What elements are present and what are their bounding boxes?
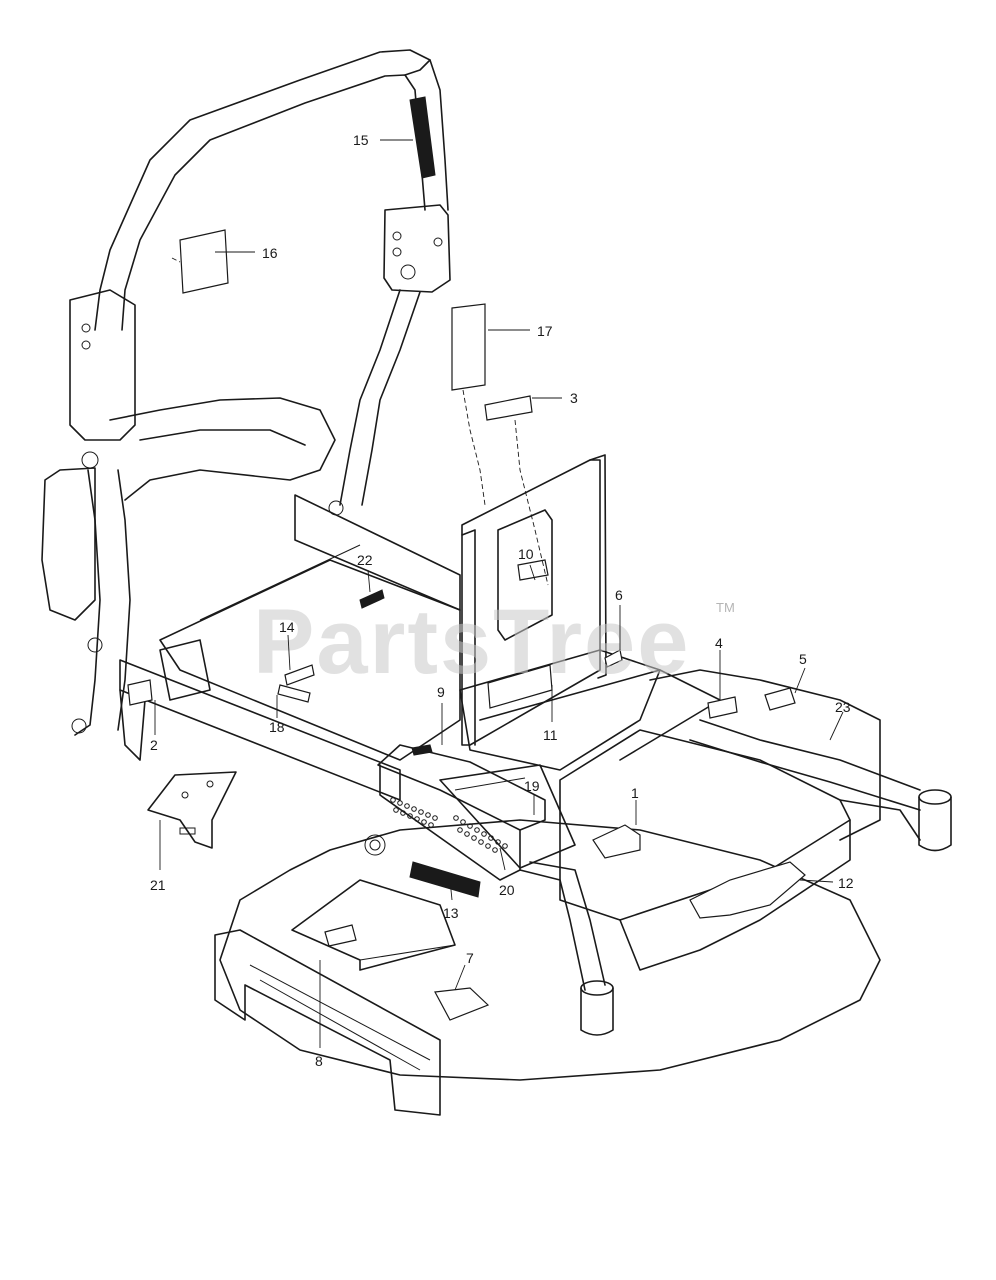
watermark-text: PartsTree bbox=[253, 591, 690, 693]
routing-lines bbox=[171, 257, 549, 586]
callouts: 15 16 17 3 10 22 6 4 5 23 14 9 18 2 11 1… bbox=[150, 132, 854, 1069]
decal-13 bbox=[409, 861, 481, 898]
callout-17: 17 bbox=[537, 323, 553, 339]
watermark: PartsTree TM bbox=[253, 591, 735, 693]
callout-11: 11 bbox=[543, 727, 558, 743]
decal-18 bbox=[277, 684, 311, 703]
callout-19: 19 bbox=[524, 778, 540, 794]
decal-12 bbox=[689, 861, 806, 919]
callout-6: 6 bbox=[615, 587, 623, 603]
callout-4: 4 bbox=[715, 635, 723, 651]
callout-15: 15 bbox=[353, 132, 369, 148]
decal-6 bbox=[604, 649, 623, 668]
decal-16 bbox=[179, 229, 229, 294]
callout-9: 9 bbox=[437, 684, 445, 700]
decal-7 bbox=[434, 987, 490, 1021]
callout-3: 3 bbox=[570, 390, 578, 406]
main-frame bbox=[119, 494, 851, 971]
decal-14 bbox=[284, 664, 315, 686]
watermark-tm: TM bbox=[716, 600, 735, 615]
callout-13: 13 bbox=[443, 905, 459, 921]
decal-5 bbox=[764, 687, 796, 711]
decal-22 bbox=[359, 589, 385, 609]
callout-10: 10 bbox=[518, 546, 534, 562]
callout-21: 21 bbox=[150, 877, 166, 893]
callout-16: 16 bbox=[262, 245, 278, 261]
decal-3 bbox=[484, 395, 533, 421]
callout-12: 12 bbox=[838, 875, 854, 891]
callout-1: 1 bbox=[631, 785, 639, 801]
callout-14: 14 bbox=[279, 619, 295, 635]
decal-17 bbox=[451, 303, 486, 391]
callout-23: 23 bbox=[835, 699, 851, 715]
callout-5: 5 bbox=[799, 651, 807, 667]
decal-2 bbox=[127, 679, 153, 706]
decal-8 bbox=[324, 924, 357, 947]
part-21-bracket bbox=[147, 771, 237, 849]
callout-8: 8 bbox=[315, 1053, 323, 1069]
bolt-row bbox=[390, 797, 508, 853]
callout-7: 7 bbox=[466, 950, 474, 966]
decal-4 bbox=[707, 696, 738, 719]
decal-9 bbox=[411, 744, 433, 756]
decal-1 bbox=[592, 824, 641, 859]
seat-panel bbox=[461, 454, 607, 746]
callout-2: 2 bbox=[150, 737, 158, 753]
leader-lines bbox=[154, 139, 844, 1048]
decal-10 bbox=[517, 559, 549, 581]
callout-18: 18 bbox=[269, 719, 285, 735]
callout-22: 22 bbox=[357, 552, 373, 568]
decal-15 bbox=[409, 96, 436, 179]
callout-20: 20 bbox=[499, 882, 515, 898]
mower-deck bbox=[214, 669, 952, 1116]
decals bbox=[127, 96, 806, 1021]
